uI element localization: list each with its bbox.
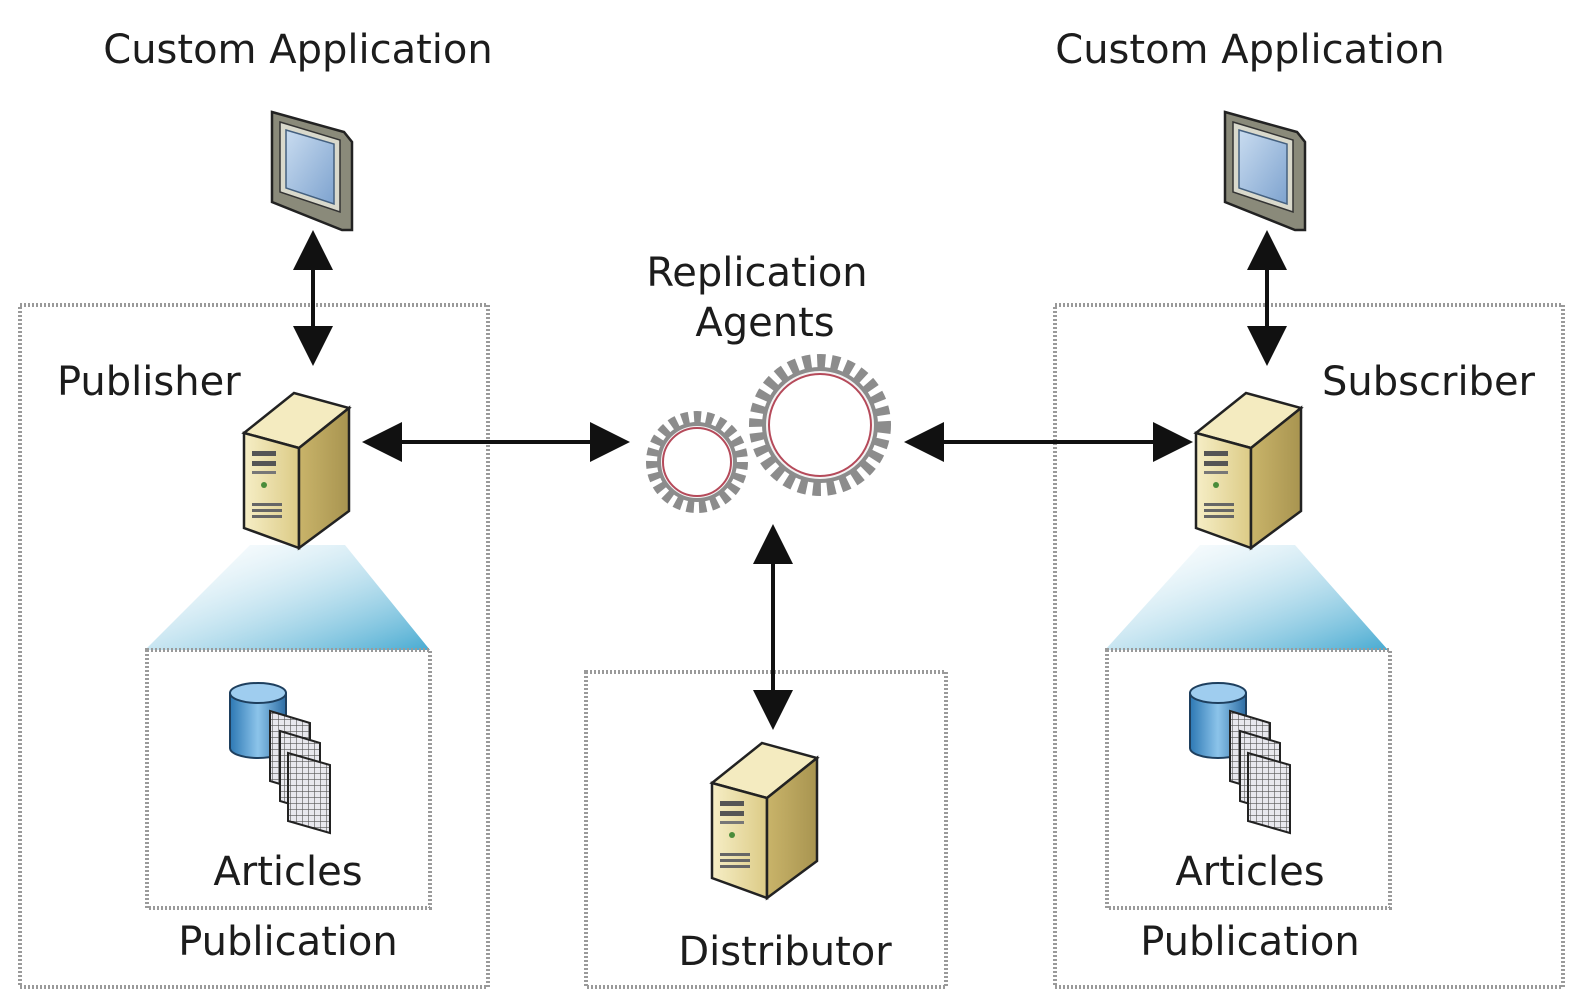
subscriber-label: Subscriber [1322, 359, 1536, 405]
distributor-label: Distributor [678, 929, 892, 975]
subscriber-publication-label: Publication [1140, 919, 1360, 965]
publisher-label: Publisher [57, 359, 241, 405]
gears-icon [646, 354, 891, 513]
publisher-articles-label: Articles [213, 849, 362, 895]
left-monitor-icon [270, 110, 354, 232]
agents-label-line2: Agents [695, 300, 834, 346]
subscriber-box [1053, 303, 1565, 989]
left-app-label: Custom Application [103, 27, 492, 73]
publisher-box [18, 303, 490, 989]
publisher-publication-label: Publication [178, 919, 398, 965]
right-app-label: Custom Application [1055, 27, 1444, 73]
publisher-server-icon [242, 391, 351, 550]
subscriber-articles-label: Articles [1175, 849, 1324, 895]
distributor-server-icon [710, 741, 819, 900]
subscriber-beam [1105, 545, 1388, 650]
subscriber-server-icon [1194, 391, 1303, 550]
right-monitor-icon [1223, 110, 1307, 232]
publisher-beam [145, 545, 430, 650]
agents-label-line1: Replication [646, 250, 867, 296]
